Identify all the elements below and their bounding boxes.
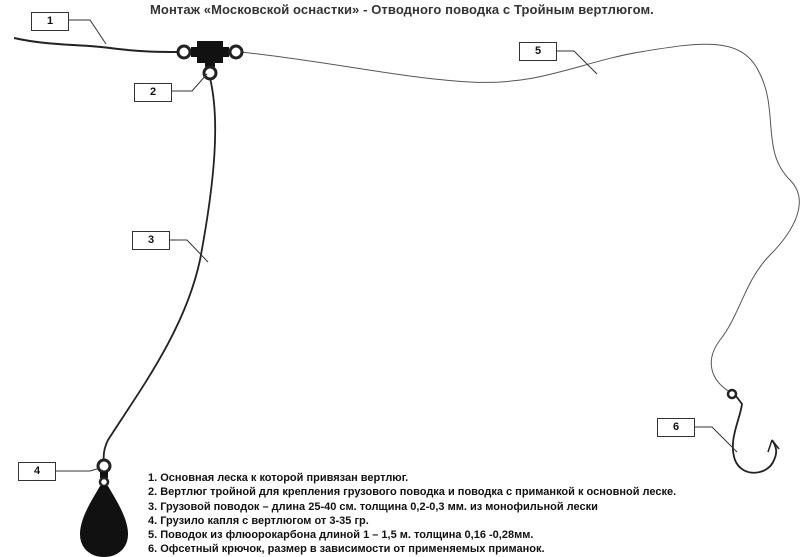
diagram-title: Монтаж «Московской оснастки» - Отводного… [150,2,654,17]
legend-item: 2. Вертлюг тройной для крепления грузово… [148,486,677,499]
legend-item: 4. Грузило капля с вертлюгом от 3-35 гр. [148,514,369,527]
callout-1: 1 [31,12,69,31]
callout-6: 6 [657,418,695,437]
callout-2: 2 [134,83,172,102]
fluorocarbon-leader [239,43,800,393]
legend-item: 5. Поводок из флюорокарбона длиной 1 – 1… [148,529,534,542]
legend-item: 3. Грузовой поводок – длина 25-40 см. то… [148,500,598,513]
main-line [13,37,181,53]
legend-item: 6. Офсетный крючок, размер в зависимости… [148,543,545,556]
legend-item: 1. Основная леска к которой привязан вер… [148,472,409,484]
callout-5: 5 [519,42,557,61]
callout-3: 3 [132,231,170,250]
offset-hook [726,388,780,474]
legend: 1. Основная леска к которой привязан вер… [148,471,788,557]
teardrop-sinker [80,458,128,557]
callout-leaders [56,19,738,472]
sinker-leader [102,77,217,463]
triple-swivel [176,41,244,81]
callout-4: 4 [18,462,56,481]
